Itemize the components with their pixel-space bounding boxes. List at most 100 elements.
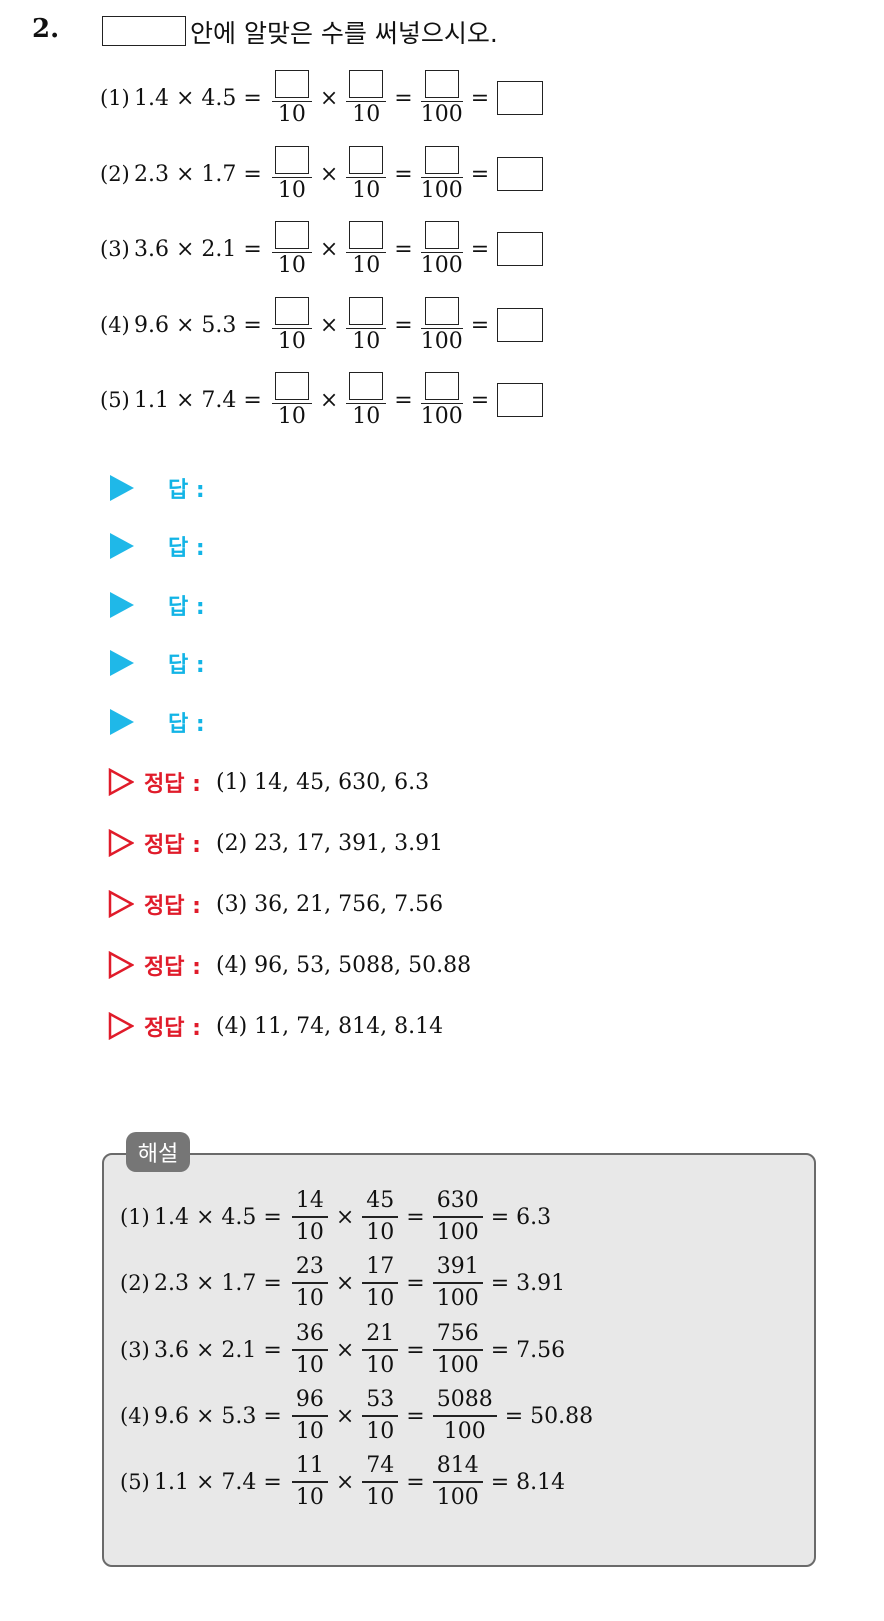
numerator-input-box[interactable]	[349, 220, 384, 249]
numerator-input-box[interactable]	[349, 145, 384, 174]
numerator-input-box[interactable]	[349, 371, 384, 400]
denominator: 10	[277, 102, 306, 128]
answer-label: 답 :	[168, 712, 205, 737]
numerator-input-box[interactable]	[424, 69, 459, 98]
denominator: 10	[366, 1352, 395, 1378]
problem-row: (1) 1.4 × 4.5 = 10 × 10 = 100 =	[100, 60, 544, 136]
outline-triangle-icon	[108, 829, 134, 857]
explanation-panel	[102, 1153, 816, 1567]
fraction-bar	[420, 100, 463, 103]
fraction-blank-2: 10	[346, 371, 387, 429]
equals-sign: =	[470, 161, 490, 187]
solution-result: = 6.3	[490, 1204, 552, 1230]
denominator: 10	[352, 178, 381, 204]
equals-sign: =	[470, 85, 490, 111]
numerator: 630	[436, 1188, 479, 1214]
numerator-input-box[interactable]	[349, 69, 384, 98]
explanation-tag: 해설	[126, 1132, 190, 1172]
fraction-bar	[271, 402, 312, 405]
solution-expression: 3.6 × 2.1 =	[154, 1337, 282, 1363]
outline-triangle-icon	[108, 768, 134, 796]
fraction-blank-3: 100	[420, 220, 463, 278]
numerator-input-box[interactable]	[424, 145, 459, 174]
fraction-bar	[271, 251, 312, 254]
correct-answer-row: 정답 : (3) 36, 21, 756, 7.56	[108, 886, 443, 922]
correct-label: 정답 :	[144, 833, 201, 858]
denominator: 100	[443, 1418, 486, 1444]
answer-input-box[interactable]	[497, 232, 544, 266]
problem-label: (4)	[100, 313, 130, 337]
blank-box-legend	[102, 16, 186, 46]
fraction-blank-1: 10	[271, 220, 312, 279]
correct-answer-text: (4) 96, 53, 5088, 50.88	[216, 952, 472, 978]
numerator: 5088	[436, 1387, 493, 1413]
correct-label: 정답 :	[144, 1016, 201, 1041]
answer-line[interactable]: 답 :	[110, 472, 205, 504]
denominator: 100	[420, 329, 463, 355]
numerator-input-box[interactable]	[274, 69, 309, 98]
times-sign: ×	[335, 1337, 355, 1363]
numerator-input-box[interactable]	[424, 371, 459, 400]
problem-expression: 9.6 × 5.3 =	[134, 312, 262, 338]
times-sign: ×	[319, 236, 339, 262]
problem-expression: 1.1 × 7.4 =	[134, 387, 262, 413]
answer-line[interactable]: 답 :	[110, 647, 205, 679]
numerator-input-box[interactable]	[424, 296, 459, 325]
fraction-bar	[432, 1216, 483, 1218]
problem-expression: 3.6 × 2.1 =	[134, 236, 262, 262]
play-triangle-icon	[110, 533, 134, 559]
denominator: 100	[420, 178, 463, 204]
answer-line[interactable]: 답 :	[110, 706, 205, 738]
denominator: 10	[295, 1219, 324, 1245]
fraction-bar	[291, 1481, 328, 1483]
fraction-blank-1: 10	[271, 69, 312, 128]
answer-input-box[interactable]	[497, 157, 544, 191]
numerator: 96	[295, 1387, 324, 1413]
correct-label: 정답 :	[144, 894, 201, 919]
numerator: 17	[366, 1254, 395, 1280]
answer-input-box[interactable]	[497, 383, 544, 417]
numerator-input-box[interactable]	[274, 145, 309, 174]
question-instruction: 안에 알맞은 수를 써넣으시오.	[190, 19, 498, 48]
answer-input-box[interactable]	[497, 308, 544, 342]
fraction-blank-1: 10	[271, 371, 312, 429]
numerator-input-box[interactable]	[349, 296, 384, 325]
solution-expression: 2.3 × 1.7 =	[154, 1270, 282, 1296]
problem-label: (5)	[100, 388, 130, 412]
solution-expression: 9.6 × 5.3 =	[154, 1403, 282, 1429]
times-sign: ×	[335, 1469, 355, 1495]
numerator-input-box[interactable]	[274, 371, 309, 400]
numerator: 45	[366, 1188, 395, 1214]
numerator: 814	[436, 1453, 479, 1479]
numerator-input-box[interactable]	[274, 296, 309, 325]
numerator-input-box[interactable]	[274, 220, 309, 249]
numerator-input-box[interactable]	[424, 220, 459, 249]
numerator: 391	[436, 1254, 479, 1280]
answer-label: 답 :	[168, 595, 205, 620]
equals-sign: =	[470, 312, 490, 338]
fraction-bar	[362, 1349, 399, 1351]
correct-answer-row: 정답 : (4) 96, 53, 5088, 50.88	[108, 947, 471, 983]
answer-line[interactable]: 답 :	[110, 589, 205, 621]
correct-label: 정답 :	[144, 955, 201, 980]
denominator: 100	[436, 1484, 479, 1510]
denominator: 10	[277, 253, 306, 279]
fraction-blank-3: 100	[420, 296, 463, 355]
fraction-bar	[420, 176, 463, 179]
fraction-bar	[346, 100, 387, 103]
answer-input-box[interactable]	[497, 81, 544, 115]
times-sign: ×	[335, 1270, 355, 1296]
times-sign: ×	[319, 161, 339, 187]
fraction-blank-1: 10	[271, 296, 312, 354]
answer-line[interactable]: 답 :	[110, 530, 205, 562]
solution-label: (1)	[120, 1205, 150, 1229]
